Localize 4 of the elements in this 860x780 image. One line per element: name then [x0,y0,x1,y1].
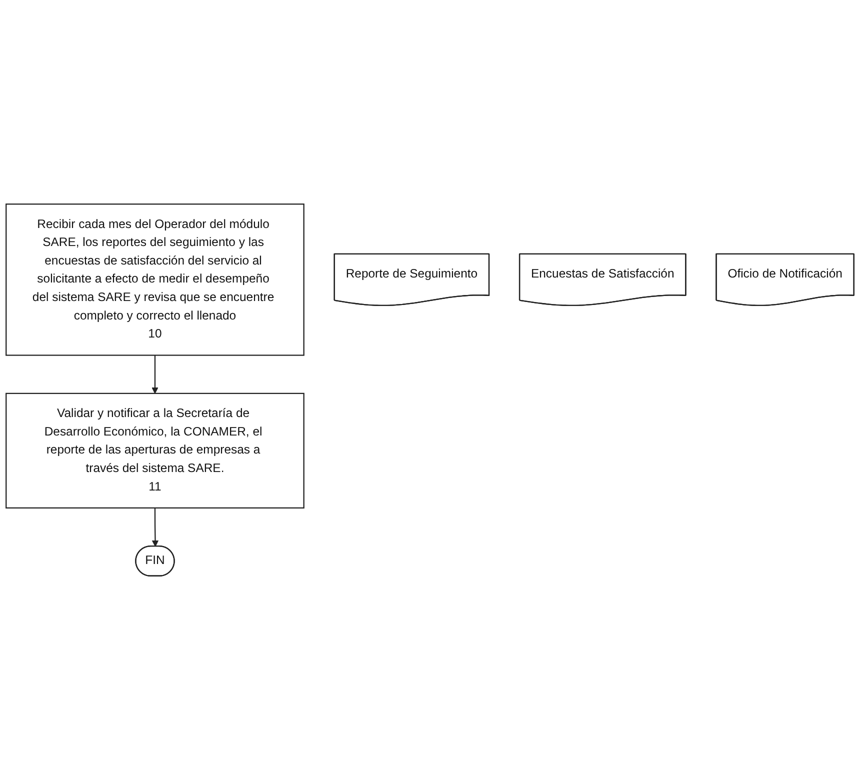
arrow [152,508,159,547]
node-box: Recibir cada mes del Operador del módulo SARE, los reportes del seguimiento y las encuestas de satisfacción del servicio al solicitante a efecto de medir el desempeño del sistema SARE y revisa que se encuentre completo y correcto el llenado 10 [6,204,304,356]
arrow [152,355,158,394]
node-box: Validar y notificar a la Secretaría de Desarrollo Económico, la CONAMER, el reporte de las aperturas de empresas a través del sistema SARE. 11 [6,392,304,508]
